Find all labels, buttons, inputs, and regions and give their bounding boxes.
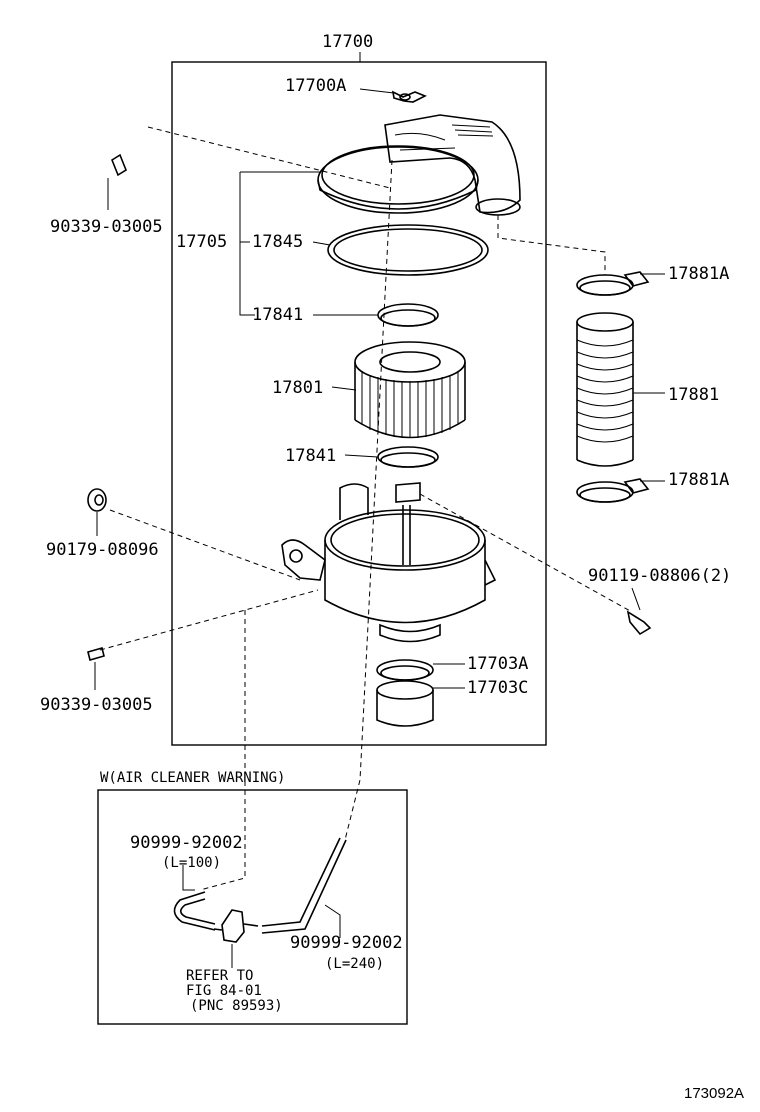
hose-17881 <box>576 312 634 467</box>
ring-17703A <box>376 659 434 681</box>
clip-90339-03005-top <box>107 153 127 210</box>
warning-inset-box <box>97 789 408 1025</box>
label-17881A-lower: 17881A <box>668 470 729 490</box>
wing-nut-17700A <box>391 90 427 103</box>
inset-hose-right-length: (L=240) <box>325 956 384 972</box>
clamp-17881A-lower <box>576 478 650 503</box>
inset-refer-line1: REFER TO <box>186 968 253 984</box>
label-17841-upper: 17841 <box>252 305 303 325</box>
inset-hose-left-length: (L=100) <box>162 855 221 871</box>
figure-number: 173092A <box>684 1085 744 1102</box>
warning-hose-right <box>261 837 347 934</box>
air-cleaner-case <box>281 482 497 643</box>
gasket-17841-upper <box>377 303 439 327</box>
label-17705: 17705 <box>176 232 227 252</box>
warning-switch <box>213 909 259 943</box>
label-17700A: 17700A <box>285 76 346 96</box>
label-17881: 17881 <box>668 385 719 405</box>
inset-title: W(AIR CLEANER WARNING) <box>100 770 285 786</box>
ring-17703C <box>376 680 434 727</box>
inset-hose-left-part: 90999-92002 <box>130 833 243 853</box>
bolt-90119-08806 <box>626 587 652 636</box>
air-cleaner-cap <box>317 114 521 216</box>
warning-hose-left <box>173 891 216 931</box>
label-90179-08096: 90179-08096 <box>46 540 159 560</box>
filter-element-17801 <box>354 341 466 439</box>
clamp-17881A-upper <box>576 271 650 296</box>
label-17703A: 17703A <box>467 654 528 674</box>
gasket-17845 <box>327 224 489 276</box>
label-90119-08806: 90119-08806(2) <box>588 566 731 586</box>
label-17801: 17801 <box>272 378 323 398</box>
label-90339-03005-top: 90339-03005 <box>50 217 163 237</box>
assembly-box <box>171 61 547 746</box>
label-17845: 17845 <box>252 232 303 252</box>
grommet-90179-08096 <box>87 488 107 536</box>
inset-hose-right-part: 90999-92002 <box>290 933 403 953</box>
label-17703C: 17703C <box>467 678 528 698</box>
label-17881A-upper: 17881A <box>668 264 729 284</box>
label-17841-lower: 17841 <box>285 446 336 466</box>
gasket-17841-lower <box>377 446 439 468</box>
label-17700: 17700 <box>322 32 373 52</box>
inset-refer-line2: FIG 84-01 <box>186 983 262 999</box>
clip-90339-03005-bottom <box>87 647 105 690</box>
label-90339-03005-bottom: 90339-03005 <box>40 695 153 715</box>
inset-refer-line3: (PNC 89593) <box>190 998 283 1014</box>
